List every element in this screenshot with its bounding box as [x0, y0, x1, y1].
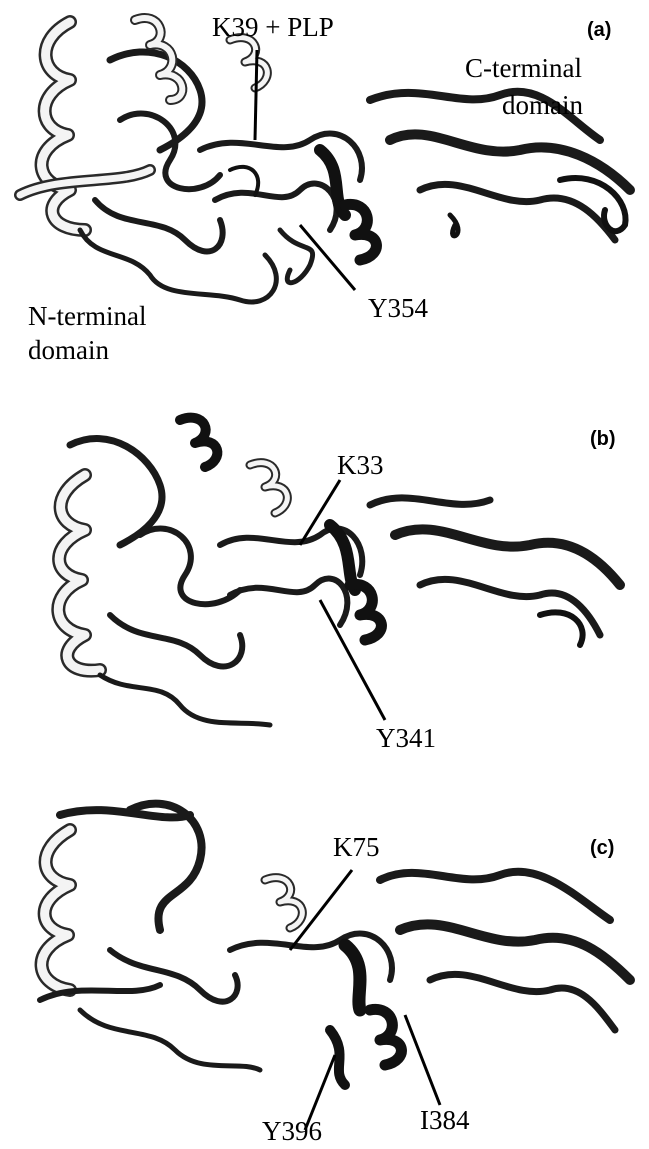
panel-c: (c) K75 Y396 I384 — [0, 770, 649, 1149]
panel-label-c: (c) — [590, 838, 614, 858]
label-y396: Y396 — [262, 1118, 322, 1145]
panel-label-b: (b) — [590, 429, 616, 449]
label-k39-plp: K39 + PLP — [212, 14, 334, 41]
panel-label-a: (a) — [587, 20, 611, 40]
label-k33: K33 — [337, 452, 384, 479]
protein-structure-c — [0, 770, 649, 1149]
label-y354: Y354 — [368, 295, 428, 322]
protein-structure-b — [0, 385, 649, 770]
label-n-terminal: N-terminal — [28, 303, 146, 330]
label-n-domain: domain — [28, 337, 109, 364]
panel-a: (a) K39 + PLP C-terminal domain Y354 N-t… — [0, 0, 649, 370]
label-c-terminal: C-terminal — [465, 55, 582, 82]
panel-b: (b) K33 Y341 — [0, 385, 649, 770]
label-k75: K75 — [333, 834, 380, 861]
label-y341: Y341 — [376, 725, 436, 752]
label-c-domain: domain — [502, 92, 583, 119]
label-i384: I384 — [420, 1107, 470, 1134]
